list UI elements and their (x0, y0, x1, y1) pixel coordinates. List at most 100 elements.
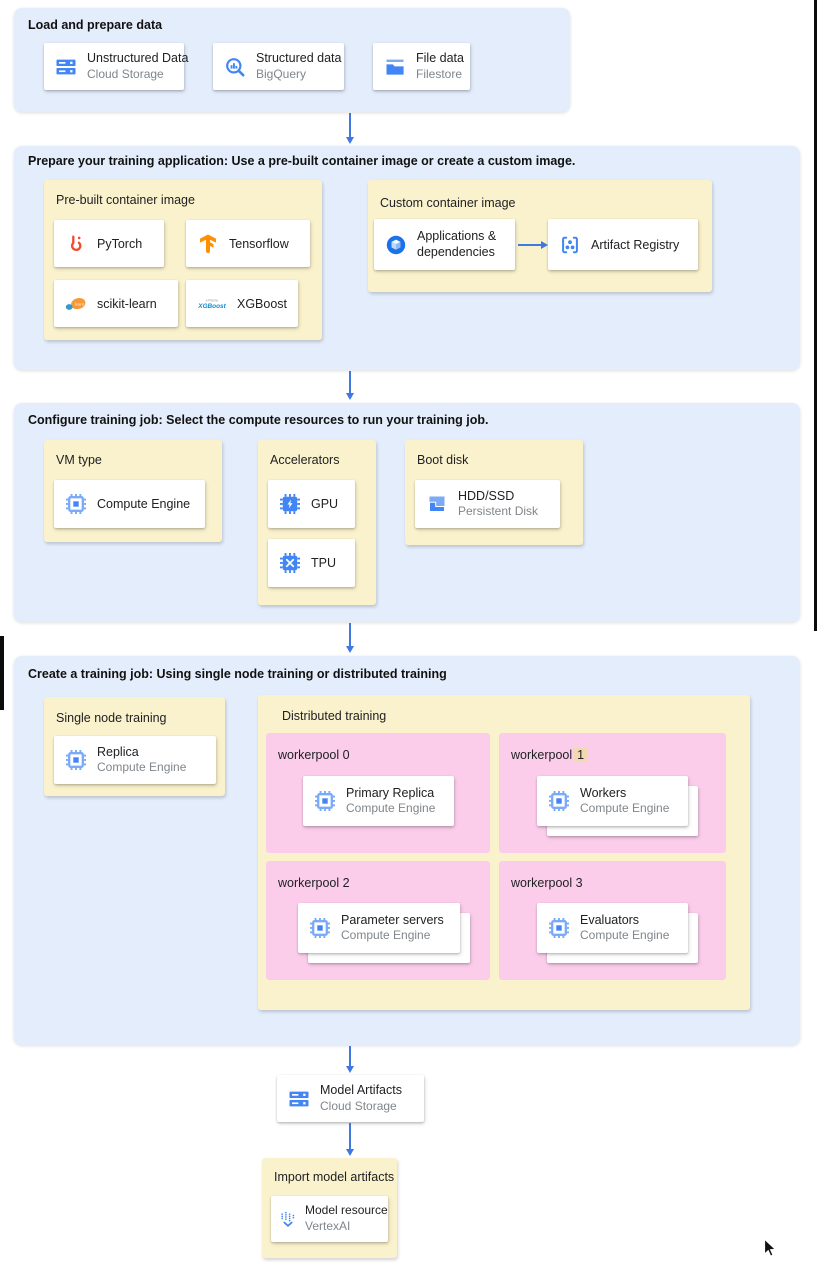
card-title: TPU (311, 556, 336, 570)
flow-arrow-1 (345, 113, 354, 144)
card-subtitle: Cloud Storage (87, 66, 164, 81)
custom-image-arrow (518, 240, 548, 249)
card-subtitle: VertexAI (305, 1219, 351, 1233)
card-tpu: TPU (268, 539, 355, 587)
card-title: Compute Engine (97, 497, 191, 511)
tensorflow-icon (196, 232, 220, 256)
box-title: Import model artifacts (274, 1170, 395, 1184)
vertex-ai-icon (278, 1209, 298, 1229)
compute-engine-icon (64, 492, 88, 516)
distributed-training-box: Distributed training workerpool 0 Primar… (258, 695, 750, 1010)
cloud-storage-icon (54, 55, 78, 79)
card-scikit-learn: scikit-learn (54, 280, 178, 327)
vm-type-box: VM type Compute Engine (44, 440, 222, 542)
card-title: Replica (97, 744, 139, 759)
section-title: Configure training job: Select the compu… (28, 413, 489, 427)
card-subtitle: Persistent Disk (458, 504, 539, 519)
card-bigquery: Structured data BigQuery (213, 43, 344, 90)
artifact-registry-icon (558, 233, 582, 257)
flow-arrow-3 (345, 623, 354, 653)
card-title: Tensorflow (229, 236, 289, 251)
section-title: Create a training job: Using single node… (28, 667, 447, 681)
right-edge-bar (814, 0, 817, 631)
pool-label-highlight: 1 (574, 748, 588, 762)
pool-label: workerpool 3 (511, 876, 583, 890)
card-parameter-servers: Parameter servers Compute Engine (298, 903, 460, 953)
card-title: HDD/SSD (458, 488, 515, 503)
box-title: Boot disk (417, 453, 469, 467)
box-title: Custom container image (380, 196, 516, 210)
card-title: Unstructured Data (87, 51, 189, 66)
flow-arrow-5 (345, 1123, 354, 1156)
tpu-icon (278, 551, 302, 575)
card-title: PyTorch (97, 236, 143, 251)
bigquery-icon (223, 55, 247, 79)
card-cloud-storage: Unstructured Data Cloud Storage (44, 43, 189, 90)
compute-engine-icon (547, 789, 571, 813)
card-subtitle: Compute Engine (341, 928, 431, 943)
flow-arrow-4 (345, 1046, 354, 1073)
card-tensorflow: Tensorflow (186, 220, 310, 267)
workerpool-0: workerpool 0 Primary Replica Compute Eng… (266, 733, 490, 853)
card-subtitle: Cloud Storage (320, 1098, 397, 1113)
card-title: Structured data (256, 51, 342, 66)
section-load-and-prepare-data: Load and prepare data Unstructured Data … (14, 8, 570, 112)
compute-engine-icon (547, 916, 571, 940)
section-title: Load and prepare data (28, 18, 163, 32)
card-title: Workers (580, 785, 627, 800)
mouse-cursor (763, 1238, 777, 1257)
card-artifact-registry: Artifact Registry (548, 219, 698, 270)
accelerators-box: Accelerators GPU TPU (258, 440, 376, 605)
compute-engine-icon (313, 789, 337, 813)
card-replica: Replica Compute Engine (54, 736, 216, 784)
xgboost-icon (194, 293, 230, 315)
section-configure-training-job: Configure training job: Select the compu… (14, 403, 800, 622)
package-icon (384, 233, 408, 257)
box-title: Accelerators (270, 453, 340, 467)
card-model-resource: Model resource VertexAI (271, 1196, 388, 1242)
card-persistent-disk: HDD/SSD Persistent Disk (415, 480, 560, 528)
card-subtitle: Compute Engine (346, 801, 436, 816)
filestore-icon (383, 55, 407, 79)
card-title: Artifact Registry (591, 237, 680, 252)
card-title: Applications & dependencies (417, 228, 497, 259)
box-title: VM type (56, 453, 102, 467)
card-subtitle: BigQuery (256, 66, 307, 81)
boot-disk-box: Boot disk HDD/SSD Persistent Disk (405, 440, 583, 545)
pool-label: workerpool 2 (278, 876, 350, 890)
card-xgboost: XGBoost (186, 280, 298, 327)
card-evaluators: Evaluators Compute Engine (537, 903, 688, 953)
section-prepare-training-application: Prepare your training application: Use a… (14, 146, 800, 370)
cloud-storage-icon (287, 1087, 311, 1111)
card-title: GPU (311, 497, 339, 511)
prebuilt-container-box: Pre-built container image PyTorch Tensor… (44, 180, 322, 340)
scikit-learn-icon (64, 292, 88, 316)
box-title: Pre-built container image (56, 193, 195, 207)
gpu-icon (278, 492, 302, 516)
card-subtitle: Compute Engine (580, 928, 670, 943)
card-title: Primary Replica (346, 785, 435, 800)
import-model-artifacts-box: Import model artifacts Model resource Ve… (262, 1158, 397, 1258)
section-title: Prepare your training application: Use a… (28, 154, 576, 168)
single-node-training-box: Single node training Replica Compute Eng… (44, 697, 225, 796)
card-filestore: File data Filestore (373, 43, 470, 90)
left-edge-bar (0, 636, 4, 710)
card-title: scikit-learn (97, 296, 157, 311)
compute-engine-icon (64, 748, 88, 772)
card-title: Evaluators (580, 912, 640, 927)
card-compute-engine: Compute Engine (54, 480, 205, 528)
card-subtitle: Compute Engine (97, 760, 187, 775)
pool-label-text: workerpool (511, 748, 573, 762)
card-title: Model Artifacts (320, 1083, 402, 1098)
persistent-disk-icon (425, 492, 449, 516)
compute-engine-icon (308, 916, 332, 940)
card-workers: Workers Compute Engine (537, 776, 688, 826)
card-subtitle: Compute Engine (580, 801, 670, 816)
box-title: Distributed training (282, 709, 387, 723)
flow-arrow-2 (345, 371, 354, 400)
card-title: File data (416, 51, 464, 66)
card-gpu: GPU (268, 480, 355, 528)
